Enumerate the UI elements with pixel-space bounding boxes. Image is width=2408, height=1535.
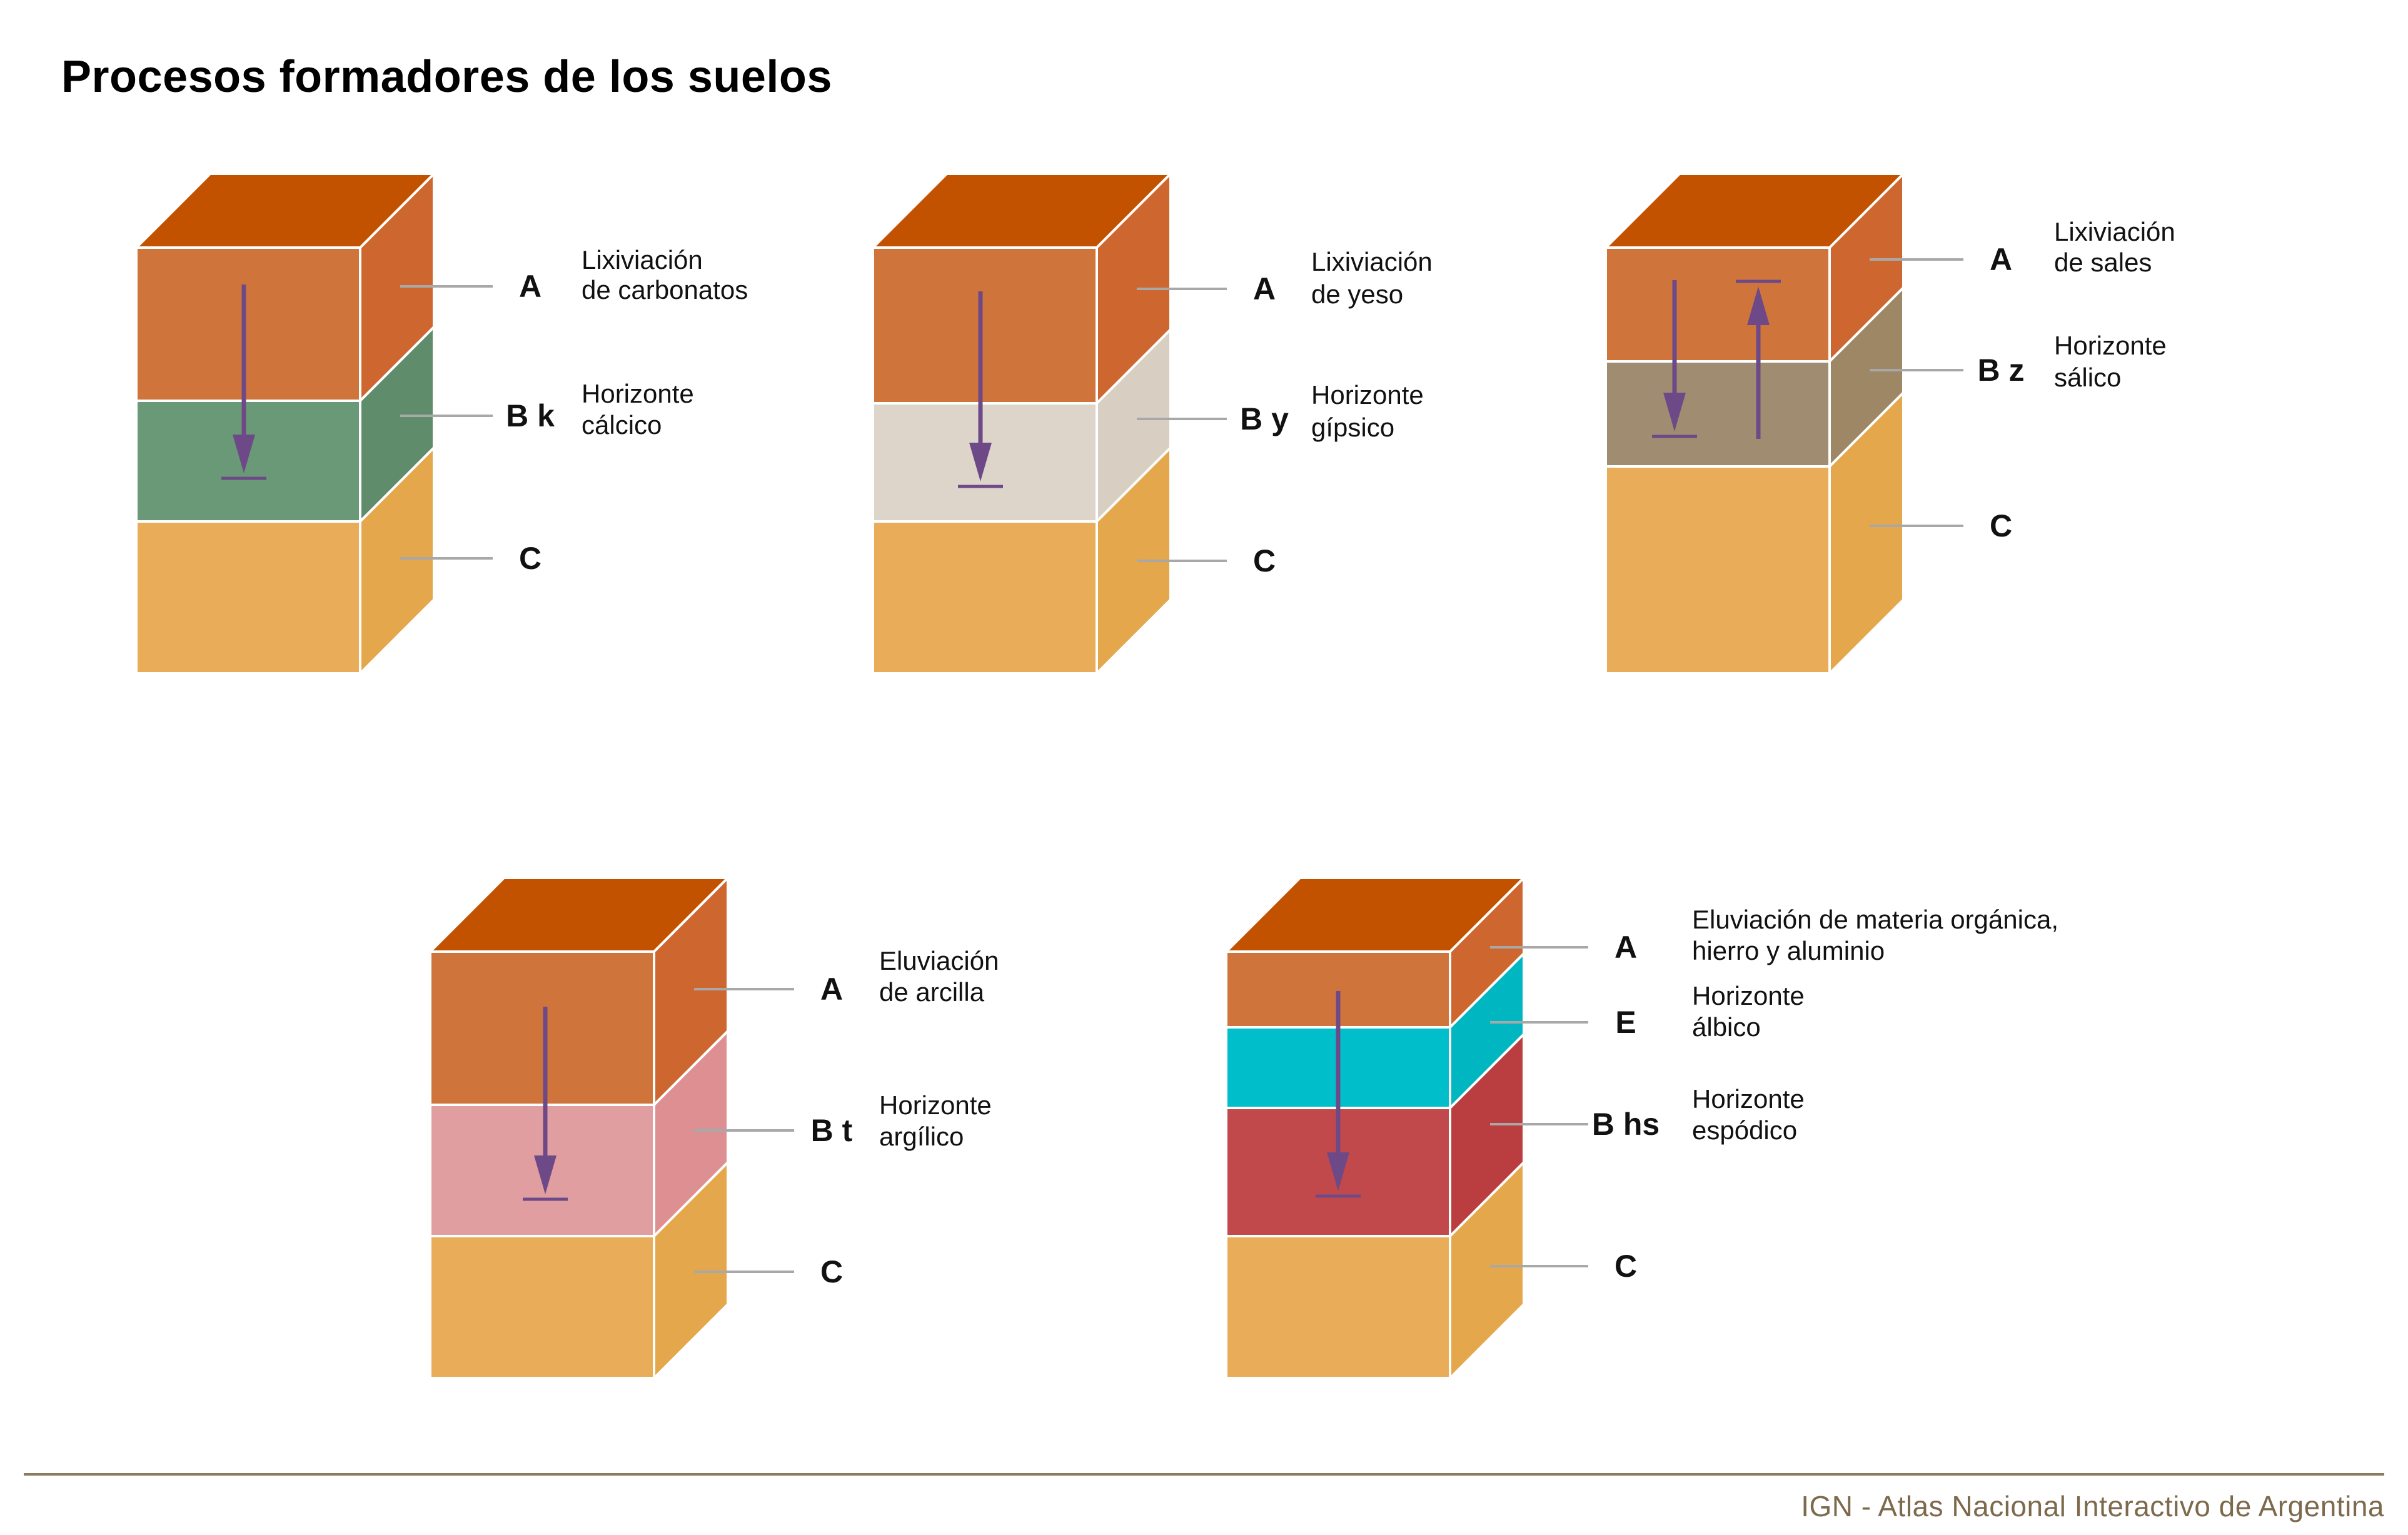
horizon-code-label: A [1990, 242, 2012, 277]
process-description-text: Horizonte [879, 1090, 992, 1120]
horizon-c-front [872, 520, 1098, 675]
process-description-text: Eluviación de materia orgánica, [1692, 905, 2058, 934]
horizon-a-front [1604, 246, 1831, 363]
horizon-c-front [1604, 465, 1831, 675]
process-description-text: cálcico [582, 410, 662, 440]
horizon-code-label: B hs [1592, 1107, 1660, 1142]
horizon-code-label: B y [1240, 401, 1289, 436]
horizon-code-label: E [1615, 1005, 1636, 1040]
process-description-text: sálico [2054, 363, 2121, 392]
process-description-text: Horizonte [1311, 380, 1424, 410]
side-bottom-mask [654, 1304, 728, 1384]
process-description-text: de carbonatos [582, 275, 748, 304]
process-description-text: Horizonte [1692, 981, 1805, 1010]
process-description-text: Horizonte [2054, 331, 2167, 360]
process-description-text: Lixiviación [1311, 247, 1433, 276]
side-bottom-mask [360, 600, 434, 680]
horizon-c-front [429, 1235, 655, 1379]
horizon-code-label: C [519, 541, 542, 576]
horizon-code-label: A [820, 972, 843, 1007]
process-description-text: de arcilla [879, 977, 985, 1007]
horizon-bz-front [1604, 360, 1831, 468]
footer-rule [24, 1473, 2384, 1476]
horizon-a-front [872, 246, 1098, 405]
side-bottom-mask [1830, 600, 1903, 680]
process-description-text: espódico [1692, 1115, 1797, 1145]
process-description-text: Eluviación [879, 946, 999, 975]
horizon-code-label: B t [811, 1113, 853, 1148]
downward-arrow-head [1327, 1152, 1349, 1191]
process-description-text: hierro y aluminio [1692, 936, 1885, 965]
horizon-code-label: C [1253, 543, 1276, 578]
downward-arrow-head [534, 1155, 557, 1194]
horizon-code-label: A [1253, 271, 1276, 306]
downward-arrow-head [969, 443, 992, 481]
process-description-text: Horizonte [1692, 1084, 1805, 1114]
process-description-text: de sales [2054, 248, 2152, 277]
process-description-text: Lixiviación [582, 245, 703, 274]
process-description-text: argílico [879, 1122, 964, 1151]
horizon-code-label: C [820, 1254, 843, 1289]
upward-arrow-head [1747, 286, 1770, 325]
process-description-text: Horizonte [582, 379, 694, 408]
horizon-bk-front [135, 400, 361, 523]
horizon-c-front [1225, 1235, 1451, 1379]
process-description-text: de yeso [1311, 279, 1403, 309]
horizon-code-label: C [1615, 1249, 1637, 1284]
horizon-a-front [429, 950, 655, 1106]
downward-arrow-head [1663, 393, 1686, 431]
process-description-text: Lixiviación [2054, 217, 2175, 246]
horizon-code-label: B k [506, 398, 555, 433]
downward-arrow-head [233, 435, 255, 473]
process-description-text: gípsico [1311, 413, 1394, 442]
process-description-text: álbico [1692, 1012, 1761, 1042]
horizon-code-label: B z [1978, 353, 2025, 388]
horizon-code-label: C [1990, 508, 2012, 543]
footer-credit: IGN - Atlas Nacional Interactivo de Arge… [1801, 1490, 2384, 1522]
horizon-c-front [135, 520, 361, 675]
side-bottom-mask [1097, 600, 1171, 680]
side-bottom-mask [1450, 1304, 1524, 1384]
horizon-a-front [135, 246, 361, 402]
page-title: Procesos formadores de los suelos [61, 52, 832, 102]
horizon-code-label: A [519, 269, 542, 304]
horizon-code-label: A [1615, 930, 1637, 965]
